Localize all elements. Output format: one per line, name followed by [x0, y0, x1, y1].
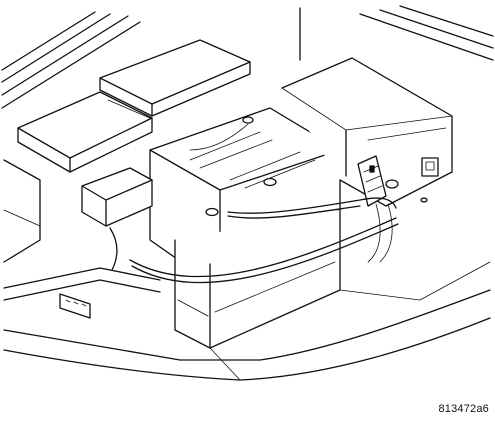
bay-hatching — [1, 5, 494, 109]
floor-tray — [3, 261, 491, 381]
terminal-cover — [81, 167, 153, 227]
left-wall — [3, 159, 41, 263]
hold-down — [3, 267, 161, 319]
battery-bracket — [357, 155, 387, 207]
cables — [109, 123, 399, 284]
battery — [149, 107, 341, 349]
foam-blocks — [17, 39, 251, 173]
side-compartment — [281, 57, 453, 207]
figure-id-label: 813472a6 — [438, 403, 489, 415]
